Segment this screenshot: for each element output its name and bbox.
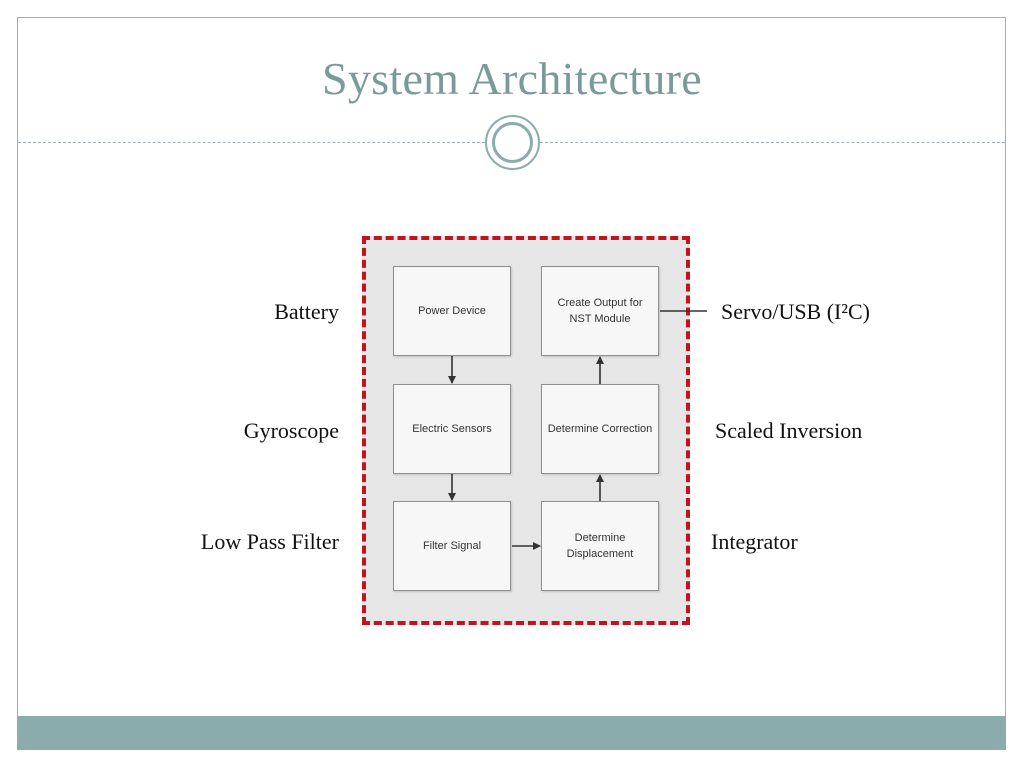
title-divider-right: [540, 142, 1005, 143]
label-low-pass-filter: Low Pass Filter: [200, 529, 339, 554]
label-servo-usb: Servo/USB (I²C): [721, 299, 870, 324]
block-power-device: Power Device: [393, 266, 511, 356]
label-integrator: Integrator: [711, 529, 798, 554]
block-filter-signal: Filter Signal: [393, 501, 511, 591]
divider-ring-inner: [492, 122, 533, 163]
title-divider-left: [18, 142, 485, 143]
label-scaled-inversion: Scaled Inversion: [715, 418, 863, 443]
block-electric-sensors: Electric Sensors: [393, 384, 511, 474]
divider-ring-icon: [485, 115, 540, 170]
footer-bar: [17, 716, 1006, 750]
label-battery: Battery: [274, 299, 339, 324]
slide-title: System Architecture: [322, 53, 702, 104]
label-gyroscope: Gyroscope: [243, 418, 339, 443]
block-determine-displacement: Determine Displacement: [541, 501, 659, 591]
block-create-output: Create Output for NST Module: [541, 266, 659, 356]
block-determine-correction: Determine Correction: [541, 384, 659, 474]
